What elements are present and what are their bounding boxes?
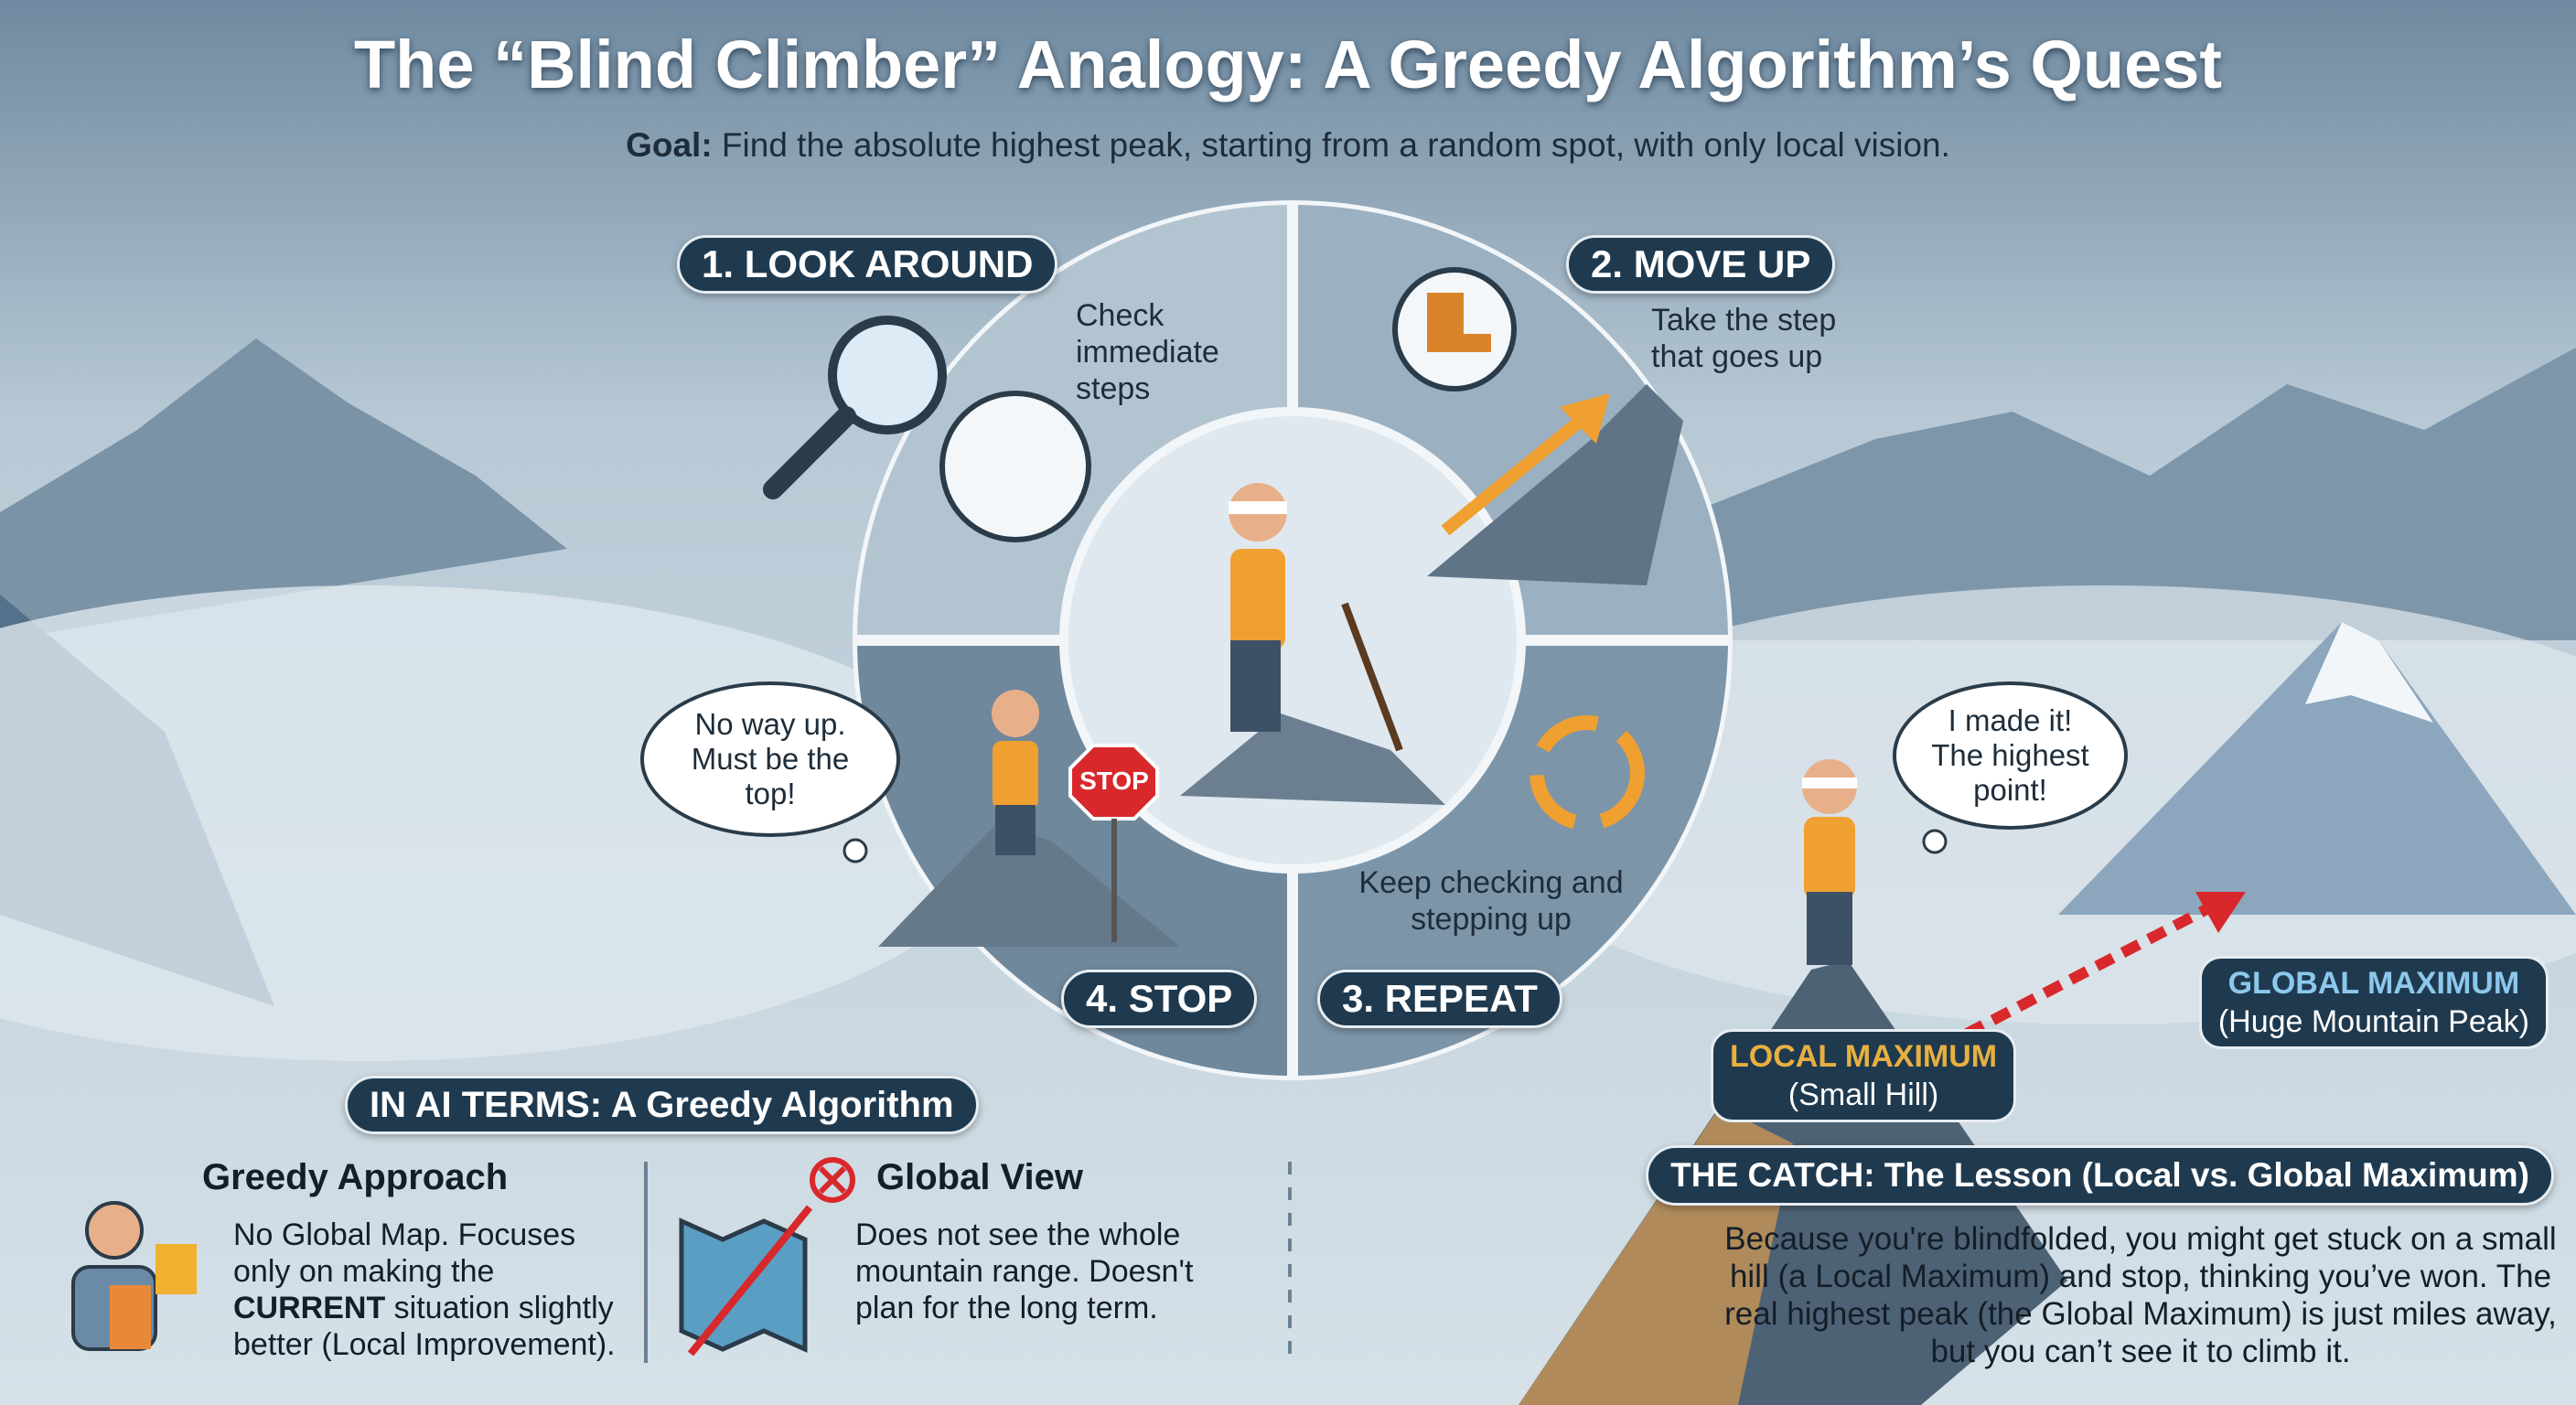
local-maximum-title: LOCAL MAXIMUM [1730, 1039, 1998, 1074]
greedy-heading: Greedy Approach [202, 1157, 509, 1197]
peak-thought-bubble: I made it! The highest point! [1893, 681, 2128, 830]
global-maximum-sub: (Huge Mountain Peak) [2217, 1004, 2529, 1039]
goal-text: Find the absolute highest peak, starting… [712, 126, 1950, 164]
x-circle-icon [810, 1157, 855, 1203]
greedy-text-bold: CURRENT [233, 1291, 386, 1325]
ai-terms-title: IN AI TERMS: A Greedy Algorithm [345, 1076, 979, 1134]
goal-label: Goal: [626, 126, 713, 164]
step-repeat: 3. REPEAT [1317, 970, 1562, 1028]
goal-line: Goal: Find the absolute highest peak, st… [0, 126, 2576, 165]
directions-icon [939, 391, 1091, 542]
local-maximum-sub: (Small Hill) [1787, 1078, 1939, 1112]
move-up-note: Take the step that goes up [1651, 303, 1837, 374]
stop-thought-bubble: No way up. Must be the top! [640, 681, 900, 837]
greedy-text: No Global Map. Focuses only on making th… [233, 1217, 640, 1363]
greedy-text-1: No Global Map. Focuses only on making th… [233, 1217, 576, 1289]
mountain-left [0, 338, 567, 640]
magnifier-icon [828, 316, 947, 434]
catch-text: Because you're blindfolded, you might ge… [1724, 1221, 2557, 1369]
stop-sign-icon [1068, 744, 1159, 820]
global-maximum-title: GLOBAL MAXIMUM [2227, 966, 2520, 1001]
crossed-map-icon [679, 1205, 813, 1357]
greedy-text-2: situation slightly better (Local Improve… [233, 1291, 616, 1362]
step-look-around: 1. LOOK AROUND [677, 235, 1058, 294]
step-move-up: 2. MOVE UP [1566, 235, 1836, 294]
catch-title: THE CATCH: The Lesson (Local vs. Global … [1646, 1145, 2554, 1206]
page-title: The “Blind Climber” Analogy: A Greedy Al… [353, 27, 2223, 102]
local-maximum-label: LOCAL MAXIMUM (Small Hill) [1711, 1029, 2017, 1122]
look-around-note: Check immediate steps [1076, 298, 1219, 406]
global-view-heading: Global View [876, 1157, 1083, 1197]
person-puzzle-icon [71, 1201, 197, 1351]
global-maximum-label: GLOBAL MAXIMUM (Huge Mountain Peak) [2198, 956, 2549, 1049]
stop-sign-text: STOP [1079, 767, 1149, 795]
global-peak [2058, 622, 2576, 915]
step-stop: 4. STOP [1061, 970, 1258, 1028]
global-view-text: Does not see the whole mountain range. D… [855, 1217, 1194, 1325]
repeat-icon [1530, 715, 1645, 831]
up-arrow-icon [1560, 393, 1610, 444]
repeat-note: Keep checking and stepping up [1358, 865, 1624, 937]
